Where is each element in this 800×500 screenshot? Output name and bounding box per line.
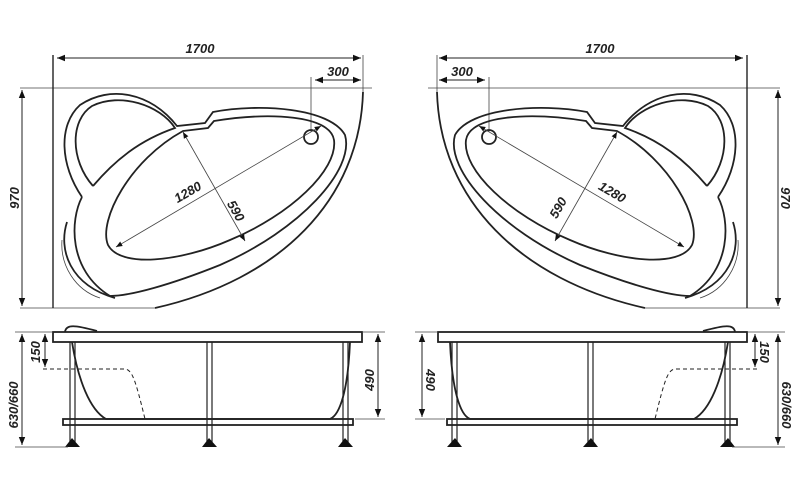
right-total-height-label: 630/660	[779, 382, 794, 430]
left-seat-depth-label: 150	[28, 340, 43, 362]
right-drain-offset-label: 300	[451, 64, 473, 79]
right-bowl-length-label: 1280	[596, 178, 629, 206]
left-width-label: 970	[7, 186, 22, 208]
left-bowl-width-label: 590	[224, 198, 248, 225]
right-seat-depth-label: 150	[757, 341, 772, 363]
right-width-label: 970	[778, 187, 793, 209]
left-drain-offset-label: 300	[327, 64, 349, 79]
left-length-label: 1700	[186, 41, 216, 56]
right-length-label: 1700	[586, 41, 616, 56]
left-tub-height-label: 490	[362, 368, 377, 391]
left-total-height-label: 630/660	[6, 381, 21, 429]
right-bowl-width-label: 590	[546, 194, 570, 221]
left-bowl-length-label: 1280	[171, 178, 204, 206]
right-tub-height-label: 490	[423, 368, 438, 391]
